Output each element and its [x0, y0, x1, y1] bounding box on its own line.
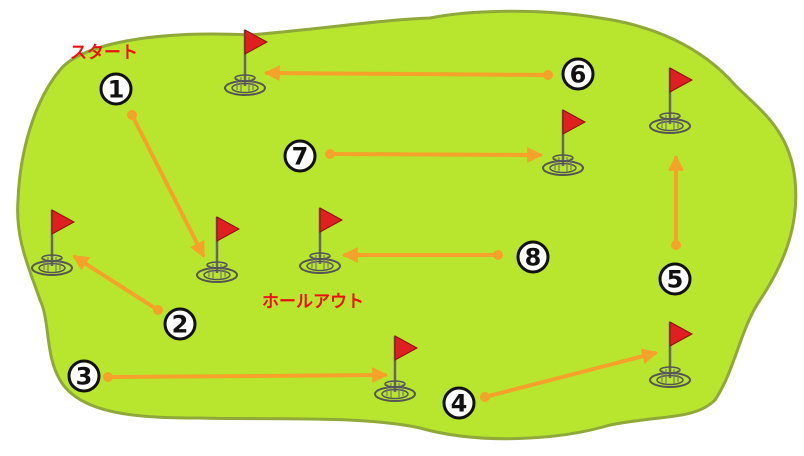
route-arrow-3	[106, 367, 389, 384]
svg-text:4: 4	[451, 390, 468, 418]
hole-number-7: 7	[283, 139, 317, 173]
course-fairway	[16, 9, 798, 441]
svg-text:3: 3	[76, 363, 93, 391]
start-label: スタート	[70, 43, 138, 63]
route-arrow-2	[72, 255, 160, 312]
svg-text:1: 1	[108, 76, 125, 104]
route-arrow-4	[483, 348, 659, 399]
svg-text:6: 6	[570, 61, 587, 89]
svg-text:5: 5	[667, 266, 684, 294]
route-start-dot-1	[127, 110, 137, 120]
hole-number-5: 5	[658, 262, 692, 296]
route-arrow-7	[328, 146, 544, 163]
route-start-dot-4	[480, 392, 490, 402]
route-arrow-1	[130, 113, 205, 258]
route-arrow-6	[263, 65, 550, 82]
route-start-dot-8	[493, 250, 503, 260]
hole-number-1: 1	[99, 72, 133, 106]
hole-number-3: 3	[67, 359, 101, 393]
route-start-dot-2	[153, 305, 163, 315]
route-start-dot-3	[103, 372, 113, 382]
route-start-dot-5	[671, 240, 681, 250]
route-start-dot-7	[325, 149, 335, 159]
hole-number-8: 8	[516, 240, 550, 274]
svg-text:2: 2	[172, 311, 189, 339]
route-start-dot-6	[543, 70, 553, 80]
svg-text:8: 8	[525, 244, 542, 272]
hole-number-4: 4	[442, 386, 476, 420]
hole-number-6: 6	[561, 57, 595, 91]
svg-text:7: 7	[292, 143, 309, 171]
holeout-label: ホールアウト	[262, 292, 364, 312]
hole-number-2: 2	[163, 307, 197, 341]
